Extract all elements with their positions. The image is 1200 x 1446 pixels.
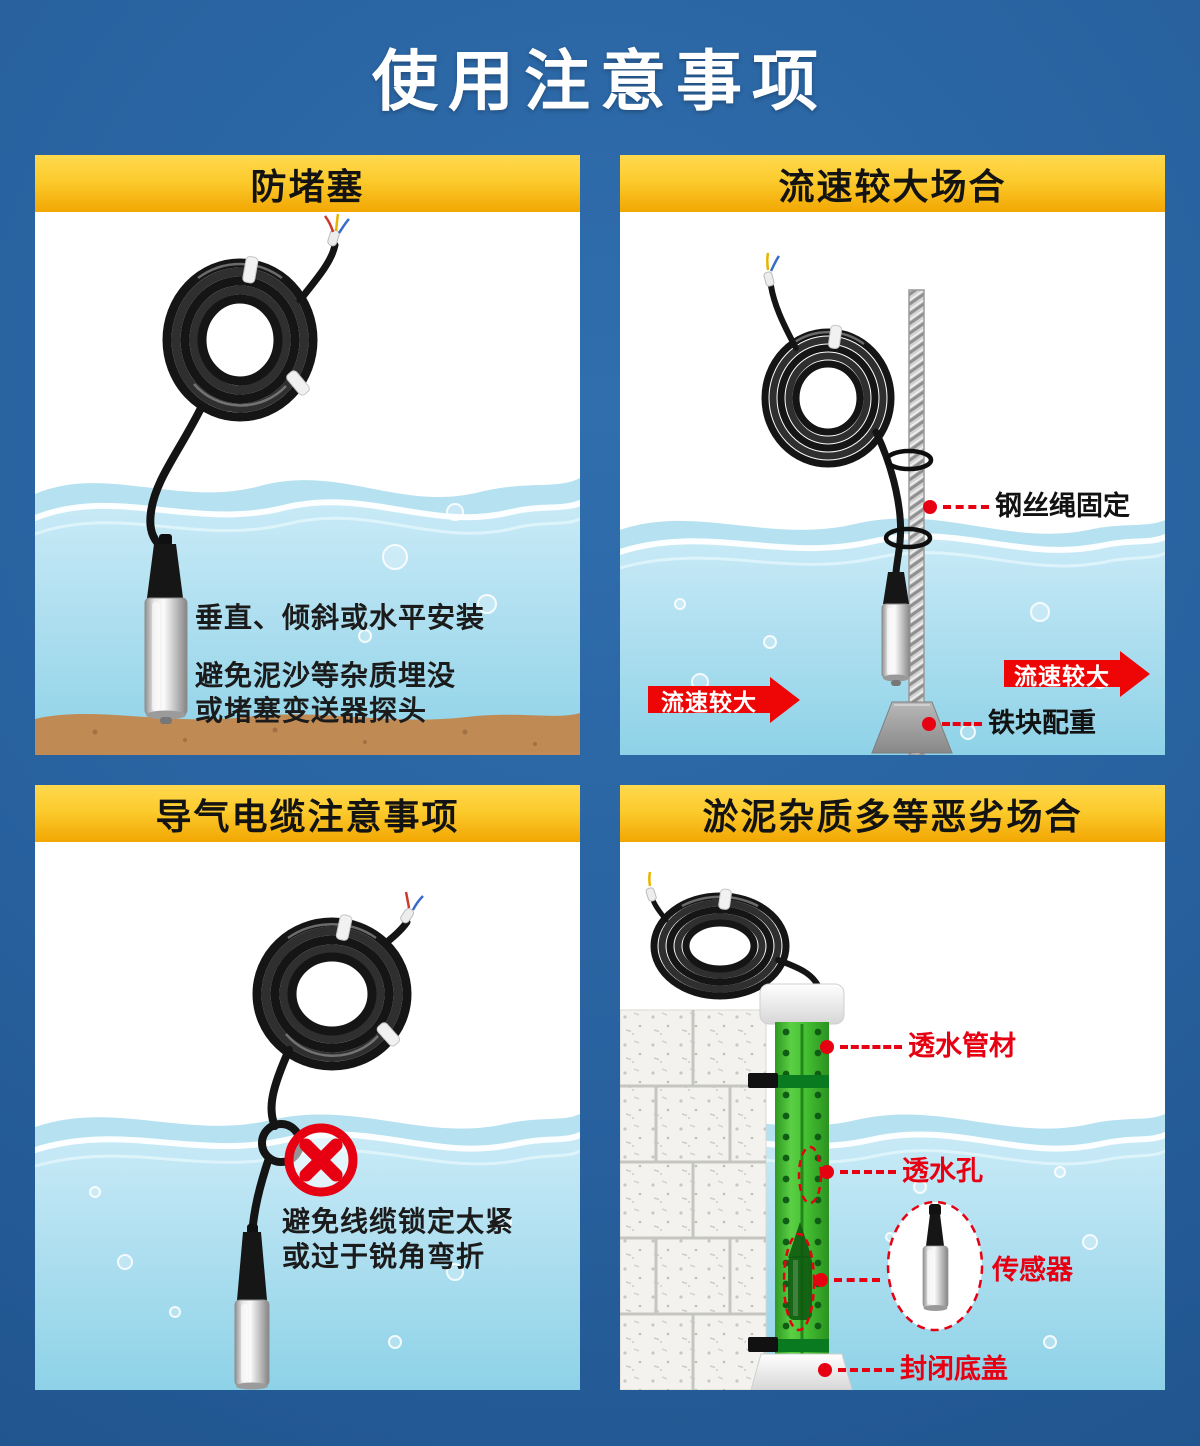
sensor-probe (881, 572, 911, 686)
permeable-pipe-label: 透水管材 (908, 1031, 1016, 1061)
mounting-bracket-top (748, 1073, 778, 1088)
anno-dot (922, 716, 936, 731)
caption-avoid: 避免泥沙等杂质埋没 或堵塞变送器探头 (195, 658, 456, 728)
panel-anti-clog-scene: 垂直、倾斜或水平安装 避免泥沙等杂质埋没 或堵塞变送器探头 (35, 212, 580, 755)
anno-dot (814, 1273, 828, 1287)
anno-dash (838, 1367, 894, 1372)
iron-weight (871, 701, 953, 754)
panel-cable-care: 导气电缆注意事项 (35, 785, 580, 1390)
harsh-environment-illustration (620, 871, 1165, 1390)
caption-avoid-line2: 或堵塞变送器探头 (195, 695, 428, 726)
caption-avoid-line1: 避免泥沙等杂质埋没 (195, 660, 457, 691)
flow-arrow-right-label: 流速较大 (1014, 662, 1110, 689)
cable-free-end (383, 891, 424, 946)
panel-harsh-environment-title: 淤泥杂质多等恶劣场合 (702, 795, 1083, 837)
panel-harsh-environment-header: 淤泥杂质多等恶劣场合 (620, 785, 1165, 842)
prohibition-icon (284, 1123, 358, 1197)
panel-high-flow-scene: 钢丝绳固定 铁块配重 流速较大 流速较大 (620, 212, 1165, 755)
mounting-bracket-bottom (748, 1337, 778, 1352)
anno-permeable-holes: 透水孔 (820, 1158, 983, 1185)
cable-coil (162, 256, 318, 422)
anno-dash (834, 1278, 880, 1282)
panel-cable-care-scene: 避免线缆锁定太紧 或过于锐角弯折 (35, 842, 580, 1390)
cable-coil (761, 324, 895, 468)
anno-wire-rope: 钢丝绳固定 (923, 493, 1130, 520)
cable-free-end (763, 252, 799, 351)
anno-dot (820, 1164, 834, 1179)
panel-anti-clog-header: 防堵塞 (35, 155, 580, 212)
panel-cable-care-title: 导气电缆注意事项 (155, 795, 460, 837)
bottom-cover-label: 封闭底盖 (900, 1354, 1008, 1384)
flow-arrow-left: 流速较大 (648, 686, 770, 715)
panel-harsh-environment: 淤泥杂质多等恶劣场合 (620, 785, 1165, 1390)
wire-rope-label: 钢丝绳固定 (995, 491, 1130, 521)
anno-sensor-leader (814, 1273, 880, 1287)
cable-care-illustration (35, 891, 580, 1390)
anno-dot (818, 1362, 832, 1377)
anno-dash (943, 504, 989, 509)
anno-dot (923, 499, 937, 514)
panel-anti-clog-title: 防堵塞 (250, 165, 365, 207)
sensor-probe (234, 1224, 270, 1390)
caption-cable-line2: 或过于锐角弯折 (282, 1241, 486, 1272)
sensor-probe (144, 534, 188, 724)
sensor-silhouette (788, 1222, 812, 1258)
panel-cable-care-header: 导气电缆注意事项 (35, 785, 580, 842)
sensor-inset (886, 1200, 984, 1332)
anno-dash (840, 1169, 896, 1174)
water (35, 1114, 580, 1390)
caption-install: 垂直、倾斜或水平安装 (195, 602, 486, 633)
panel-high-flow-title: 流速较大场合 (778, 165, 1007, 207)
wire-rope (908, 289, 925, 755)
fastening-ring-top (884, 448, 934, 472)
flow-arrow-right: 流速较大 (1004, 660, 1120, 689)
stone-wall (620, 1009, 767, 1390)
cable-coil (252, 914, 412, 1071)
panel-high-flow-header: 流速较大场合 (620, 155, 1165, 212)
anno-dash (942, 721, 982, 726)
sensor-silhouette-body (788, 1256, 812, 1320)
page-title: 使用注意事项 (372, 44, 828, 118)
sand-bed (35, 713, 580, 755)
panel-high-flow: 流速较大场合 (620, 155, 1165, 755)
flow-arrow-left-label: 流速较大 (661, 688, 757, 715)
anno-permeable-pipe: 透水管材 (820, 1033, 1016, 1060)
iron-weight-label: 铁块配重 (988, 708, 1096, 738)
anno-iron-weight: 铁块配重 (922, 710, 1096, 737)
caption-cable: 避免线缆锁定太紧 或过于锐角弯折 (282, 1204, 514, 1274)
caption-cable-line1: 避免线缆锁定太紧 (282, 1206, 515, 1237)
permeable-holes-label: 透水孔 (902, 1156, 983, 1186)
panel-anti-clog: 防堵塞 (35, 155, 580, 755)
cable-free-end (645, 871, 669, 923)
anno-dot (820, 1039, 834, 1054)
cable-coil (650, 888, 790, 1000)
cable-drop (146, 404, 205, 552)
cable-free-end (296, 213, 350, 304)
anno-dash (840, 1044, 902, 1049)
fastening-ring-bottom (883, 526, 933, 550)
anti-clog-illustration (35, 213, 580, 755)
anno-bottom-cover: 封闭底盖 (818, 1356, 1008, 1383)
sensor-label: 传感器 (992, 1255, 1073, 1285)
panel-harsh-environment-scene: 透水管材 透水孔 传感器 封闭底盖 (620, 842, 1165, 1390)
